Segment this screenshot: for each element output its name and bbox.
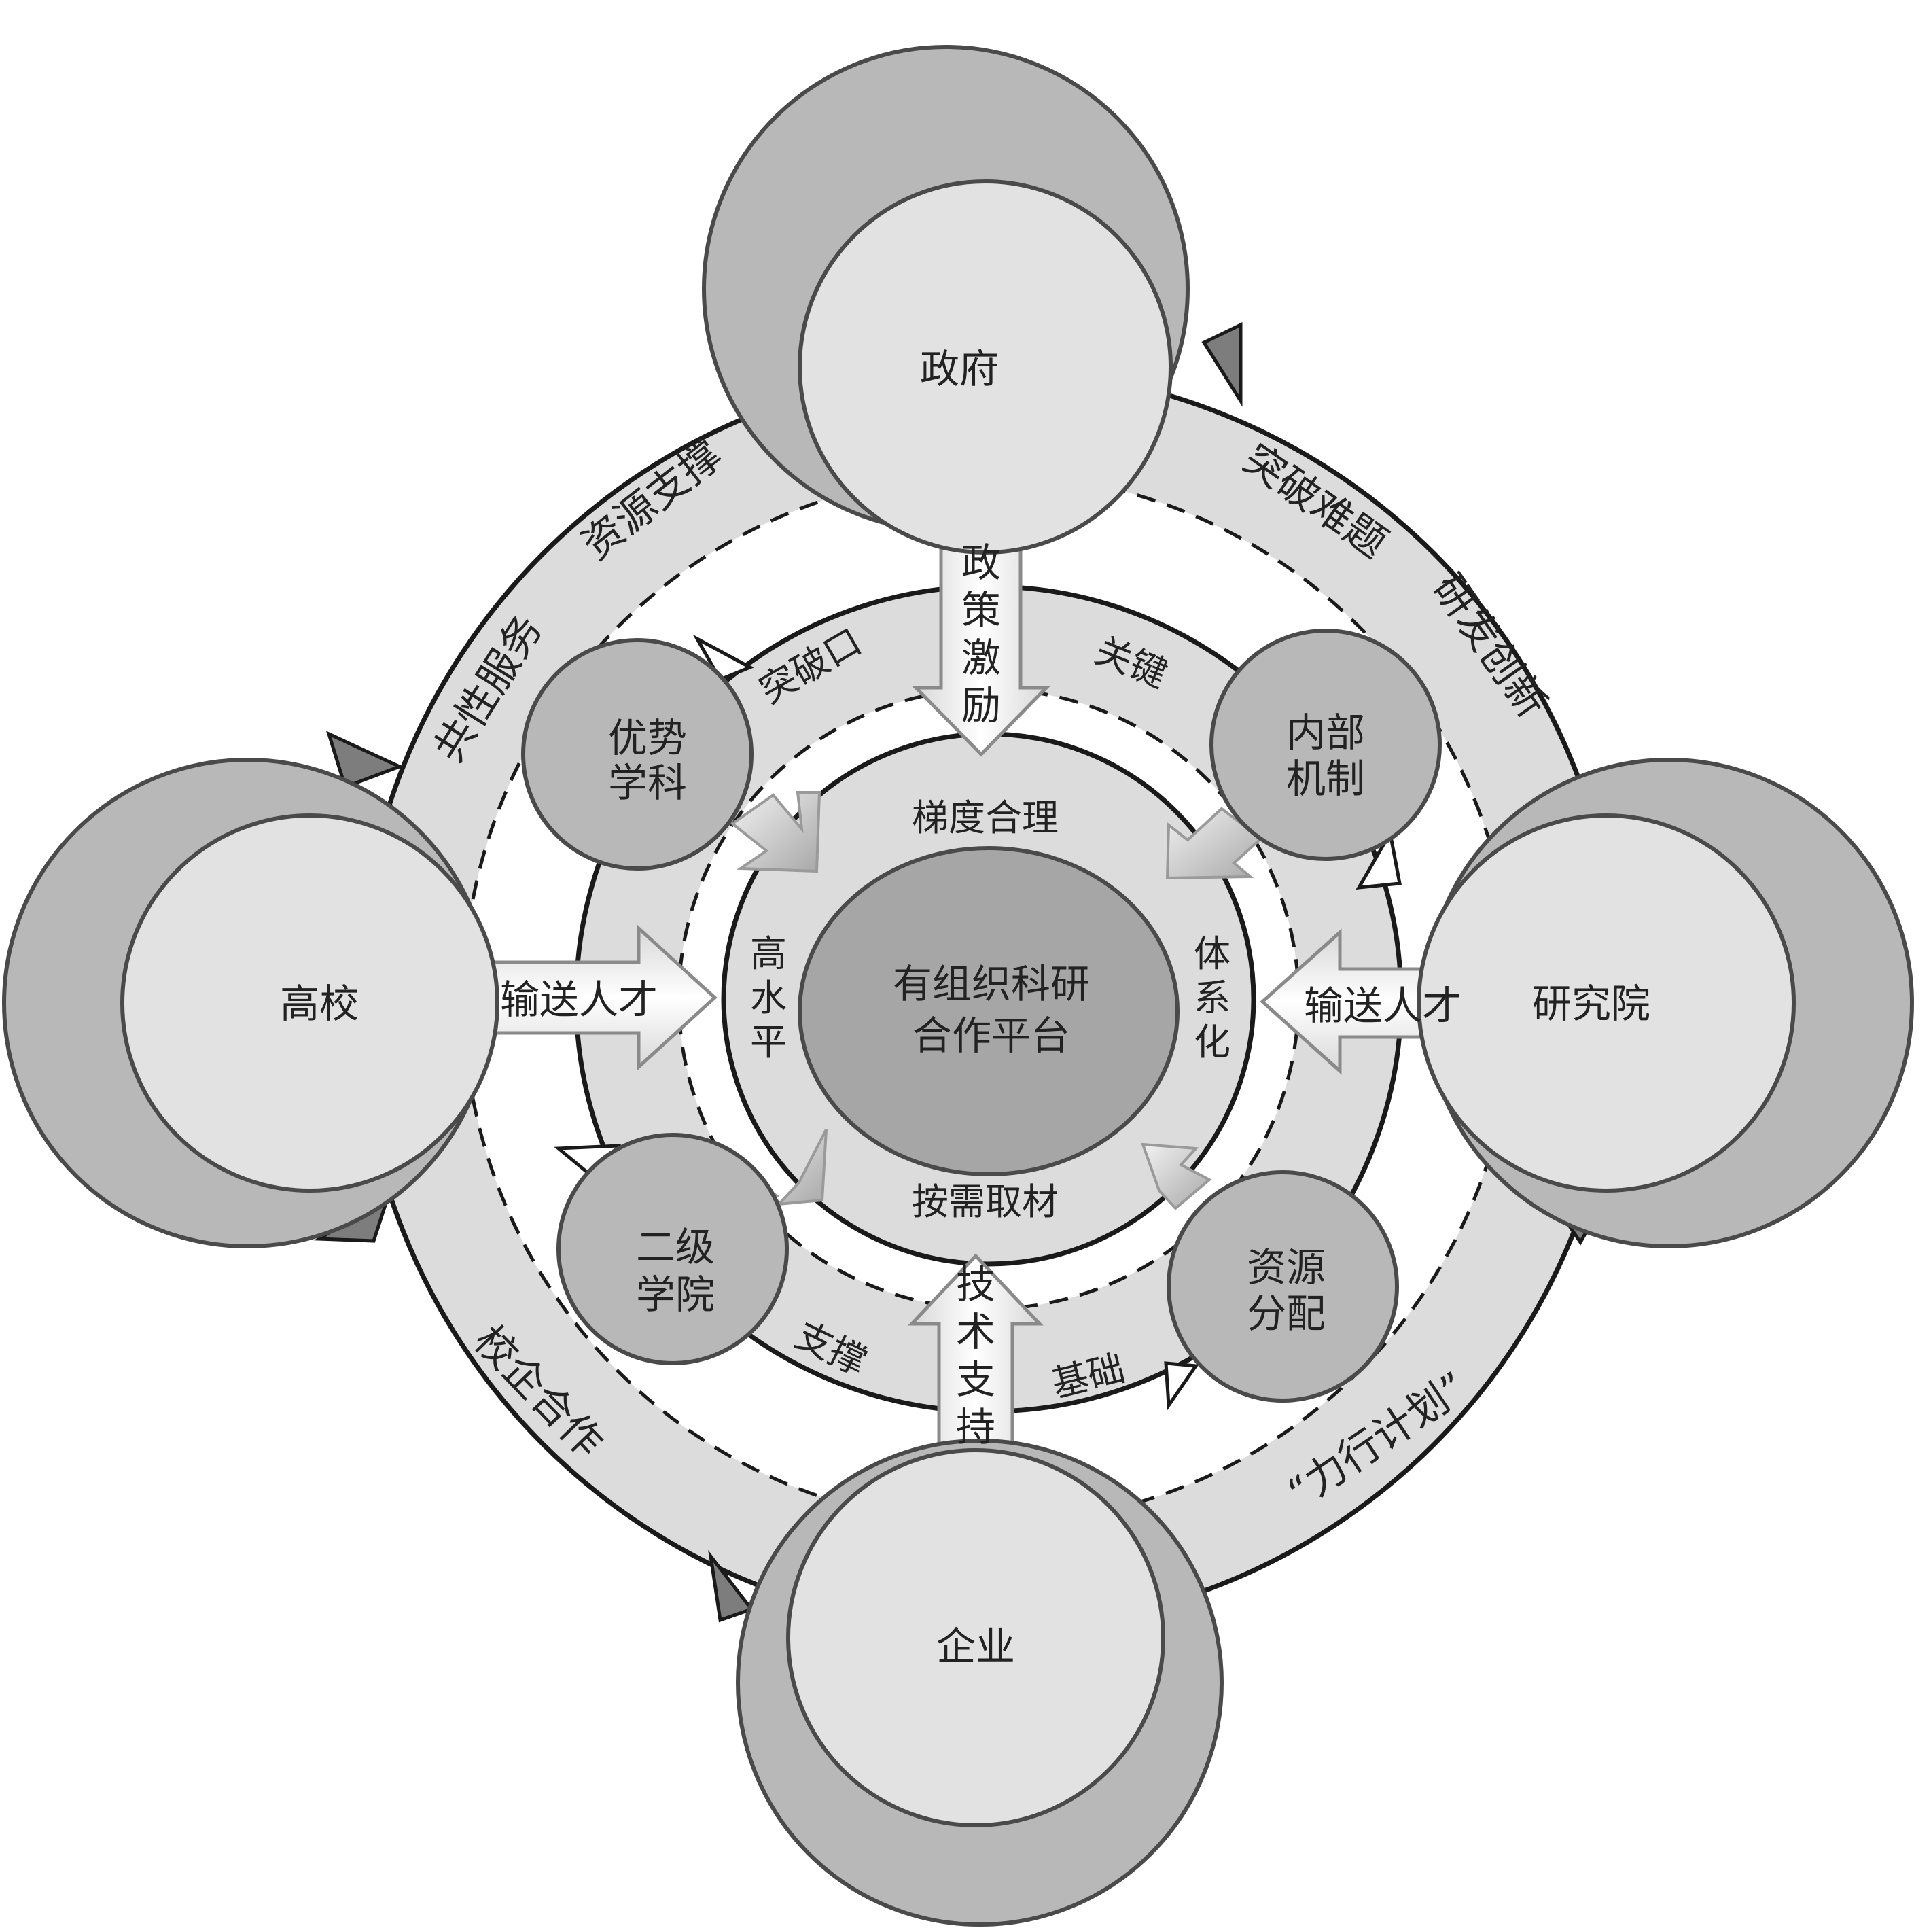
middle-ring-arrowhead-top-left [692, 634, 754, 682]
secondary-college-label-1: 二级 [636, 1224, 715, 1270]
advantage-discipline-label-1: 优势 [608, 715, 687, 761]
tech-arrow-char1: 技 [956, 1261, 995, 1307]
government-label: 政府 [920, 346, 999, 392]
policy-arrow-char1: 政 [961, 540, 1001, 586]
enterprise-label: 企业 [936, 1623, 1015, 1670]
internal-mechanism-label-2: 机制 [1286, 756, 1365, 802]
advantage-discipline-node [521, 638, 754, 871]
inner-ring-bottom-label: 按需取材 [912, 1180, 1059, 1223]
university-node [2, 758, 499, 1248]
center-label-line1: 有组织科研 [893, 961, 1090, 1007]
internal-mechanism-node [1209, 629, 1442, 861]
outer-ring-arrowhead-bottom-left [708, 1549, 755, 1623]
inner-ring-right-char1: 体 [1194, 932, 1230, 975]
middle-ring-arrowhead-bottom-right [1164, 1361, 1199, 1411]
government-node [702, 45, 1190, 555]
outer-ring-arrowhead-top-right [1201, 322, 1243, 407]
tech-arrow-char3: 支 [956, 1356, 995, 1403]
arrow-advantage-to-center [730, 791, 821, 873]
inner-ring-right-char3: 化 [1194, 1021, 1230, 1064]
resource-allocation-node [1167, 1170, 1399, 1403]
policy-arrow-char2: 策 [961, 587, 1001, 633]
tech-arrow-char4: 持 [956, 1404, 995, 1450]
inner-ring-top-label: 梯度合理 [912, 796, 1059, 839]
institute-label: 研究院 [1532, 981, 1650, 1027]
resource-allocation-label-1: 资源 [1247, 1244, 1326, 1290]
inner-ring-right-char2: 系 [1194, 977, 1230, 1019]
center-label-line2: 合作平台 [913, 1013, 1070, 1059]
institute-node [1417, 758, 1914, 1248]
middle-ring-arrowhead-right-top [1356, 828, 1402, 890]
advantage-discipline-label-2: 学科 [608, 760, 687, 806]
enterprise-node [736, 1439, 1224, 1927]
center-platform [798, 846, 1180, 1176]
inner-ring-left-char1: 高 [750, 932, 787, 975]
internal-mechanism-label-1: 内部 [1286, 709, 1365, 756]
arrow-mechanism-to-center [1165, 807, 1264, 880]
outer-ring-arrowhead-left-top [325, 731, 404, 790]
resource-allocation-label-2: 分配 [1247, 1290, 1326, 1337]
secondary-college-node [556, 1133, 789, 1365]
arrow-resource-to-center [1141, 1142, 1212, 1210]
policy-arrow-char4: 励 [961, 682, 1001, 728]
inner-ring-left-char2: 水 [750, 977, 787, 1019]
talent-arrow-left [484, 924, 718, 1071]
tech-arrow-char2: 术 [956, 1309, 995, 1355]
talent-arrow-left-label: 输送人才 [500, 977, 658, 1023]
inner-ring-left-char3: 平 [750, 1021, 787, 1064]
university-label: 高校 [280, 981, 359, 1027]
talent-arrow-right-label: 输送人才 [1304, 983, 1461, 1029]
secondary-college-label-2: 学院 [636, 1271, 715, 1318]
policy-arrow-char3: 激 [961, 635, 1001, 681]
